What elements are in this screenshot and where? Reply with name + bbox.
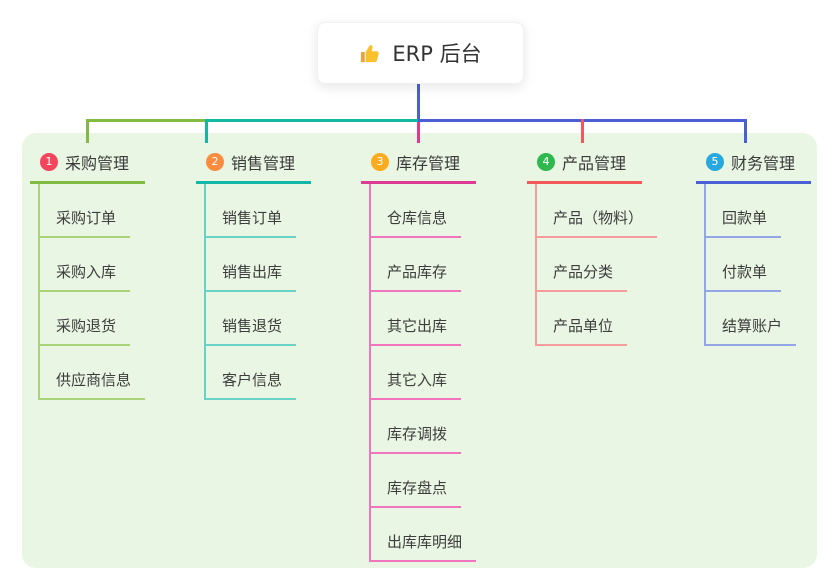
child-node-row: 产品单位 [535,292,677,346]
child-node-row: 采购订单 [38,184,180,238]
child-node[interactable]: 采购退货 [38,315,131,346]
child-node[interactable]: 产品分类 [535,261,628,292]
connector-bus-teal [205,119,418,122]
branch-product-children: 产品（物料） 产品分类 产品单位 [535,184,677,346]
connector-root-vertical [417,82,420,122]
connector-drop-branch4 [581,119,584,143]
child-node-row: 销售出库 [204,238,346,292]
child-node-row: 结算账户 [704,292,839,346]
branch-inventory-header[interactable]: 3 库存管理 [361,150,476,184]
branch-finance-header[interactable]: 5 财务管理 [696,150,811,184]
branch-sales: 2 销售管理 销售订单 销售出库 销售退货 客户信息 [196,150,346,400]
child-node-row: 产品库存 [369,238,511,292]
branch-label: 销售管理 [231,154,296,173]
child-node-row: 其它出库 [369,292,511,346]
branch-inventory: 3 库存管理 仓库信息 产品库存 其它出库 其它入库 库存调拨 库存盘点 出库库… [361,150,511,562]
branch-label: 库存管理 [396,154,461,173]
thumbs-up-icon [361,44,380,62]
child-node[interactable]: 采购订单 [38,207,131,238]
child-node-row: 库存盘点 [369,454,511,508]
child-node[interactable]: 客户信息 [204,369,297,400]
child-node[interactable]: 付款单 [704,261,782,292]
child-node[interactable]: 库存盘点 [369,477,462,508]
child-node[interactable]: 产品库存 [369,261,462,292]
child-node[interactable]: 其它入库 [369,369,462,400]
branch-purchase: 1 采购管理 采购订单 采购入库 采购退货 供应商信息 [30,150,180,400]
root-node-erp[interactable]: ERP 后台 [317,22,524,84]
branch-finance-children: 回款单 付款单 结算账户 [704,184,839,346]
child-node-row: 仓库信息 [369,184,511,238]
branch-inventory-children: 仓库信息 产品库存 其它出库 其它入库 库存调拨 库存盘点 出库库明细 [369,184,511,562]
child-node-row: 供应商信息 [38,346,180,400]
child-node[interactable]: 回款单 [704,207,782,238]
branch-product: 4 产品管理 产品（物料） 产品分类 产品单位 [527,150,677,346]
branches-panel [22,133,817,568]
branch-label: 采购管理 [65,154,130,173]
child-node-row: 采购入库 [38,238,180,292]
child-node-row: 产品（物料） [535,184,677,238]
child-node-row: 付款单 [704,238,839,292]
branch-purchase-children: 采购订单 采购入库 采购退货 供应商信息 [38,184,180,400]
branch-product-header[interactable]: 4 产品管理 [527,150,642,184]
connector-drop-branch2 [205,119,208,143]
branch-number-badge: 1 [40,153,58,171]
child-node[interactable]: 采购入库 [38,261,131,292]
branch-purchase-header[interactable]: 1 采购管理 [30,150,145,184]
child-node-row: 销售订单 [204,184,346,238]
root-node-label: ERP 后台 [392,42,482,66]
child-node-row: 销售退货 [204,292,346,346]
child-node[interactable]: 库存调拨 [369,423,462,454]
branch-sales-children: 销售订单 销售出库 销售退货 客户信息 [204,184,346,400]
child-node[interactable]: 结算账户 [704,315,797,346]
child-node-row: 库存调拨 [369,400,511,454]
child-node-row: 客户信息 [204,346,346,400]
child-node[interactable]: 产品单位 [535,315,628,346]
branch-number-badge: 2 [206,153,224,171]
connector-bus-green [86,119,208,122]
child-node[interactable]: 仓库信息 [369,207,462,238]
child-node-row: 出库库明细 [369,508,511,562]
child-node-row: 回款单 [704,184,839,238]
branch-label: 产品管理 [562,154,627,173]
connector-drop-branch3 [417,122,420,143]
branch-number-badge: 4 [537,153,555,171]
child-node[interactable]: 产品（物料） [535,207,658,238]
child-node[interactable]: 销售订单 [204,207,297,238]
connector-drop-branch5 [744,119,747,143]
branch-finance: 5 财务管理 回款单 付款单 结算账户 [696,150,839,346]
branch-sales-header[interactable]: 2 销售管理 [196,150,311,184]
branch-number-badge: 3 [371,153,389,171]
child-node[interactable]: 其它出库 [369,315,462,346]
child-node-row: 采购退货 [38,292,180,346]
connector-drop-branch1 [86,119,89,143]
child-node[interactable]: 出库库明细 [369,531,477,562]
child-node[interactable]: 供应商信息 [38,369,146,400]
branch-number-badge: 5 [706,153,724,171]
child-node-row: 其它入库 [369,346,511,400]
child-node-row: 产品分类 [535,238,677,292]
child-node[interactable]: 销售出库 [204,261,297,292]
child-node[interactable]: 销售退货 [204,315,297,346]
branch-label: 财务管理 [731,154,796,173]
